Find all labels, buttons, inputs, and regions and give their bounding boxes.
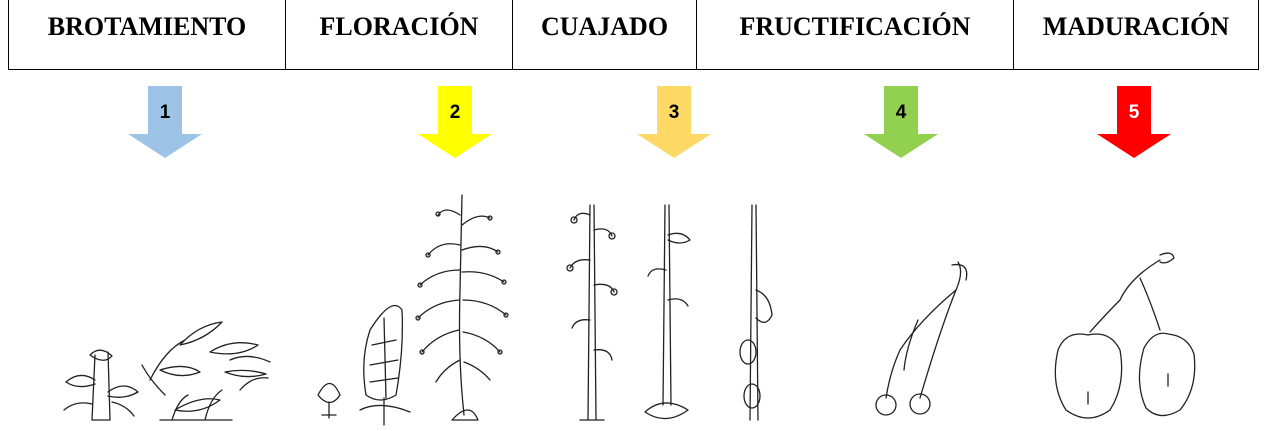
ripe-cherries-illustration xyxy=(1054,252,1196,419)
arrow-shape xyxy=(1097,86,1171,158)
stage-number: 4 xyxy=(895,102,907,123)
stages-header-row: BROTAMIENTO FLORACIÓN CUAJADO FRUCTIFICA… xyxy=(8,0,1259,70)
stage-header-fructificacion: FRUCTIFICACIÓN xyxy=(696,0,1014,70)
arrow-shape xyxy=(128,86,202,158)
stage-arrow-3: 3 xyxy=(637,86,711,158)
stage-header-floracion: FLORACIÓN xyxy=(285,0,513,70)
arrow-down-icon xyxy=(1097,86,1171,158)
arrow-down-icon xyxy=(128,86,202,158)
fruit-set-illustration xyxy=(566,204,773,421)
stage-number: 5 xyxy=(1128,102,1140,123)
flowering-shoot-illustration xyxy=(317,194,509,426)
plant-illustrations xyxy=(63,194,1196,426)
stage-arrow-4: 4 xyxy=(864,86,938,158)
fruiting-cherries-illustration xyxy=(875,261,968,416)
arrow-down-icon xyxy=(637,86,711,158)
arrow-shape xyxy=(418,86,492,158)
stage-arrow-2: 2 xyxy=(418,86,492,158)
stage-number: 2 xyxy=(449,102,461,123)
stage-number: 1 xyxy=(159,102,171,123)
stage-arrow-5: 5 xyxy=(1097,86,1171,158)
stages-header-table: BROTAMIENTO FLORACIÓN CUAJADO FRUCTIFICA… xyxy=(8,0,1259,70)
arrow-shape xyxy=(864,86,938,158)
stage-number: 3 xyxy=(668,102,680,123)
arrow-down-icon xyxy=(418,86,492,158)
sprouting-bud-illustration xyxy=(63,321,271,421)
stage-header-maduracion: MADURACIÓN xyxy=(1013,0,1259,70)
stage-header-cuajado: CUAJADO xyxy=(512,0,697,70)
stage-header-brotamiento: BROTAMIENTO xyxy=(8,0,286,70)
stage-arrow-1: 1 xyxy=(128,86,202,158)
arrow-shape xyxy=(637,86,711,158)
arrow-down-icon xyxy=(864,86,938,158)
